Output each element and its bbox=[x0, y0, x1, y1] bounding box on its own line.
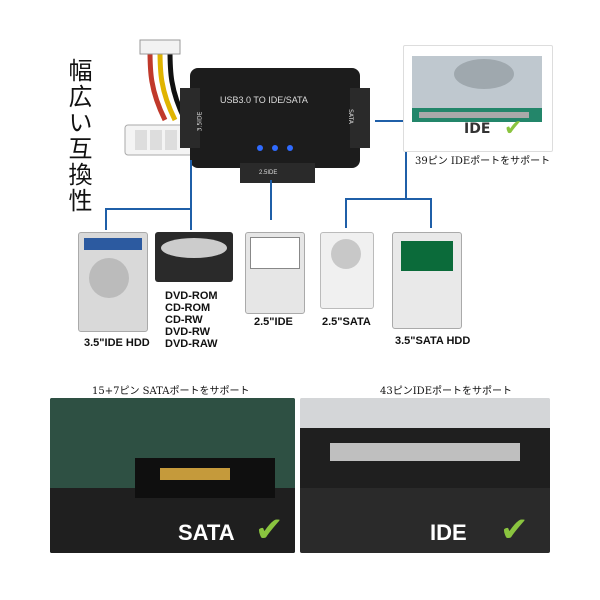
ide-badge: IDE bbox=[464, 121, 491, 137]
hdd-35-ide bbox=[78, 232, 148, 332]
connector-line-35ide-right bbox=[190, 160, 192, 230]
ide-bottom-photo: IDE ✔ bbox=[300, 398, 550, 553]
bottom-left-caption: 15+7ピン SATAポートをサポート bbox=[92, 386, 250, 397]
ide-caption: 39ピン IDEポートをサポート bbox=[415, 156, 551, 167]
sata-image bbox=[50, 398, 295, 553]
connector-line-sata-right bbox=[430, 198, 432, 228]
adapter-label-bottom: 2.5IDE bbox=[259, 170, 278, 176]
optical-item: DVD-RAW bbox=[165, 338, 218, 350]
hdd-25-sata bbox=[320, 232, 374, 309]
label-35ide: 3.5"IDE HDD bbox=[84, 337, 150, 349]
connector-line-35ide-left bbox=[105, 208, 107, 230]
hdd-35-sata bbox=[392, 232, 462, 329]
connector-line-ide bbox=[375, 120, 405, 122]
usb-adapter: USB3.0 TO IDE/SATA 2.5IDE 3.5IDE SATA bbox=[180, 58, 370, 183]
ide-photo: IDE ✔ bbox=[403, 45, 553, 152]
optical-list: DVD-ROM CD-ROM CD-RW DVD-RW DVD-RAW bbox=[165, 290, 218, 350]
check-icon: ✔ bbox=[504, 116, 523, 141]
check-icon: ✔ bbox=[500, 510, 529, 550]
adapter-label-right: SATA bbox=[346, 109, 354, 124]
power-connector bbox=[124, 39, 265, 156]
connector-line-sata-left bbox=[345, 198, 347, 228]
optical-drive bbox=[155, 232, 233, 282]
hdd-25-ide bbox=[245, 232, 305, 314]
sata-badge: SATA bbox=[178, 520, 235, 545]
ide-bottom-image bbox=[300, 398, 550, 553]
optical-item: DVD-RW bbox=[165, 326, 211, 338]
adapter-label-top: USB3.0 TO IDE/SATA bbox=[220, 95, 308, 105]
check-icon: ✔ bbox=[255, 510, 284, 550]
optical-item: CD-ROM bbox=[165, 302, 211, 314]
adapter-label-left: 3.5IDE bbox=[196, 111, 204, 132]
connector-line-ide-vertical bbox=[405, 120, 407, 198]
connector-line-sata bbox=[345, 198, 430, 200]
adapter-body bbox=[180, 68, 370, 183]
label-35sata: 3.5"SATA HDD bbox=[395, 335, 471, 347]
connector-line-25ide bbox=[270, 180, 272, 220]
ide-drive-image bbox=[412, 56, 542, 122]
connector-line-35ide bbox=[105, 208, 190, 210]
sata-photo: SATA ✔ bbox=[50, 398, 295, 553]
bottom-right-caption: 43ピンIDEポートをサポート bbox=[380, 386, 512, 397]
optical-item: CD-RW bbox=[165, 314, 203, 326]
label-25sata: 2.5"SATA bbox=[322, 316, 371, 328]
label-25ide: 2.5"IDE bbox=[254, 316, 293, 328]
ide-bottom-badge: IDE bbox=[430, 520, 467, 545]
optical-item: DVD-ROM bbox=[165, 290, 218, 302]
page-title: 幅広い互換性 bbox=[64, 58, 92, 214]
